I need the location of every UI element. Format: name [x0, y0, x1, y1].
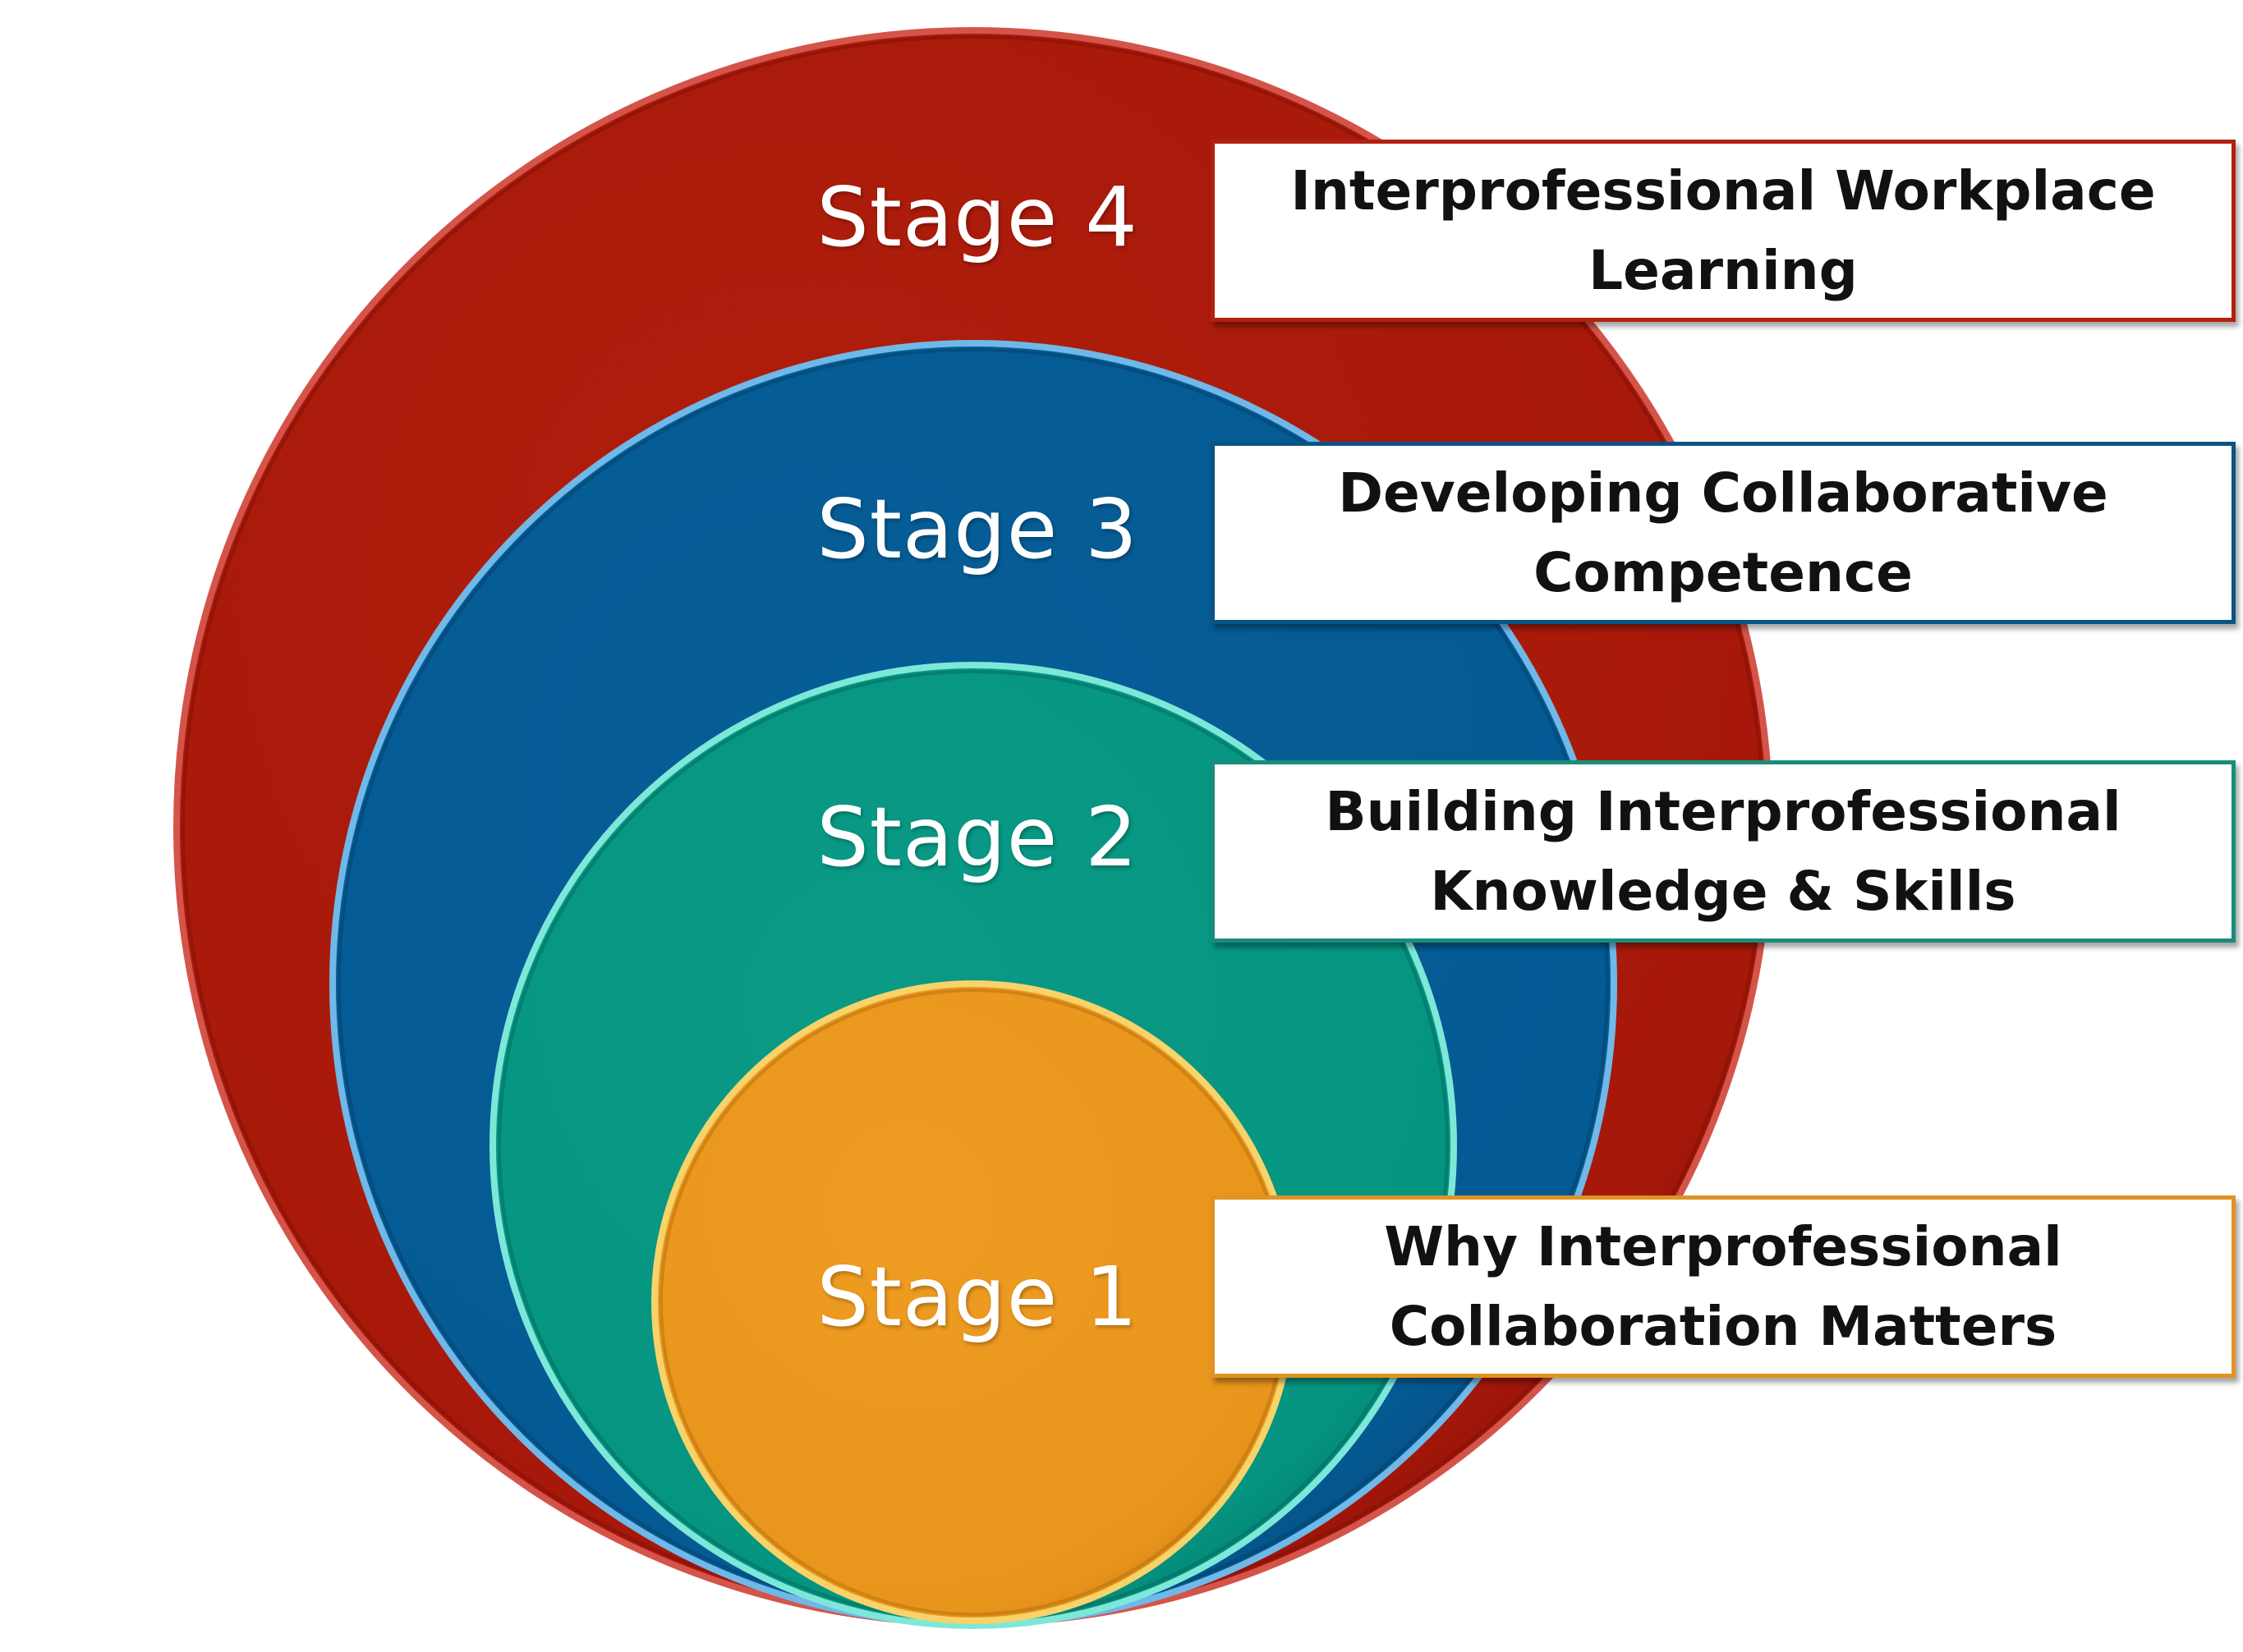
- stage3-label: Stage 3: [816, 481, 1138, 577]
- stage4-description: Interprofessional Workplace Learning: [1290, 159, 2156, 302]
- stage1-description: Why Interprofessional Collaboration Matt…: [1384, 1215, 2062, 1358]
- stage4-label: Stage 4: [816, 169, 1138, 265]
- stage3-description: Developing Collaborative Competence: [1338, 461, 2108, 604]
- stage3-description-box: Developing Collaborative Competence: [1211, 442, 2236, 624]
- stage1-label: Stage 1: [816, 1249, 1138, 1345]
- stage2-label: Stage 2: [816, 789, 1138, 885]
- stage2-description-box: Building Interprofessional Knowledge & S…: [1211, 760, 2236, 943]
- stage1-description-box: Why Interprofessional Collaboration Matt…: [1211, 1195, 2236, 1378]
- stage4-description-box: Interprofessional Workplace Learning: [1211, 140, 2236, 322]
- stage2-description: Building Interprofessional Knowledge & S…: [1325, 780, 2121, 923]
